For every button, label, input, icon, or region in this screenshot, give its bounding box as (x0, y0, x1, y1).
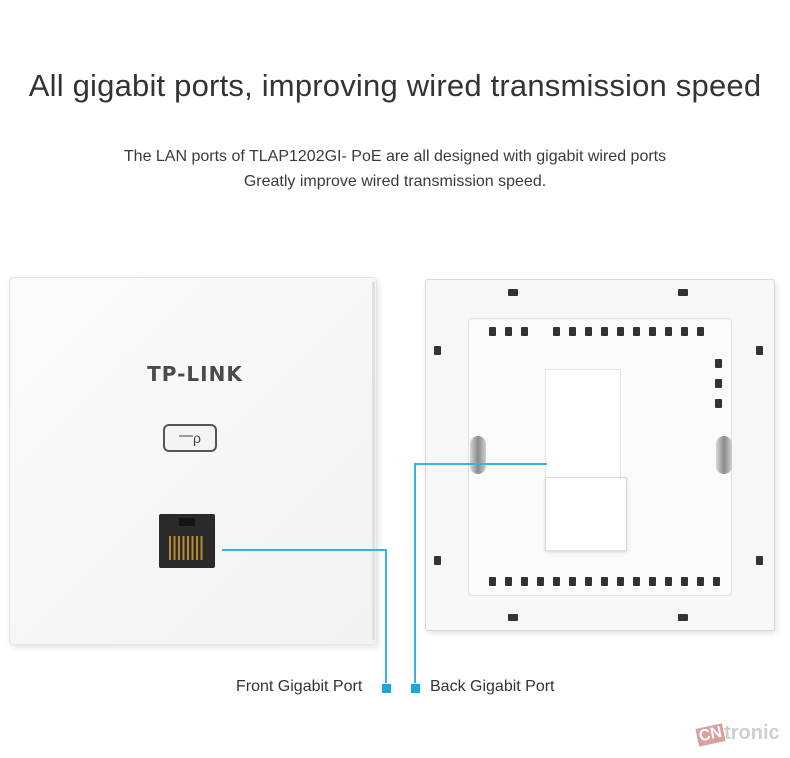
led-indicator: ⎻ρ (163, 424, 217, 452)
screw-hole-left (470, 436, 486, 474)
vent (521, 577, 528, 586)
vent (489, 327, 496, 336)
front-panel-image: TP-LINK ⎻ρ (9, 277, 377, 645)
vent (601, 577, 608, 586)
vent (569, 577, 576, 586)
back-panel-image (425, 279, 775, 631)
back-callout-marker (411, 684, 420, 693)
vent (633, 327, 640, 336)
vent (633, 577, 640, 586)
port-pins (169, 536, 205, 560)
vent (617, 577, 624, 586)
vent (681, 327, 688, 336)
front-callout-marker (382, 684, 391, 693)
port-notch (179, 518, 195, 526)
vent (697, 577, 704, 586)
vent (521, 327, 528, 336)
screw-hole-right (716, 436, 732, 474)
vent (665, 577, 672, 586)
mount-slot (678, 614, 688, 621)
vent (715, 359, 722, 368)
back-ethernet-port (545, 477, 627, 551)
mount-slot (508, 614, 518, 621)
subtitle-line-1: The LAN ports of TLAP1202GI- PoE are all… (123, 148, 667, 165)
vent (505, 327, 512, 336)
vent (553, 327, 560, 336)
back-port-label: Back Gigabit Port (430, 678, 555, 695)
vent (713, 577, 720, 586)
mount-slot (678, 289, 688, 296)
watermark-suffix: tronic (724, 722, 780, 744)
vent (585, 577, 592, 586)
vent (489, 577, 496, 586)
led-symbol: ⎻ρ (179, 429, 201, 446)
front-callout-line (222, 549, 387, 551)
front-port-label: Front Gigabit Port (236, 678, 363, 695)
mount-slot (434, 346, 441, 355)
vent (715, 379, 722, 388)
vent (505, 577, 512, 586)
mount-slot (756, 556, 763, 565)
front-callout-line (385, 549, 387, 683)
mount-slot (434, 556, 441, 565)
mount-slot (508, 289, 518, 296)
vent (553, 577, 560, 586)
vent (697, 327, 704, 336)
vent (617, 327, 624, 336)
back-housing (468, 318, 732, 596)
vent (537, 577, 544, 586)
vent (715, 399, 722, 408)
vent (569, 327, 576, 336)
page-title: All gigabit ports, improving wired trans… (28, 68, 762, 103)
vent (649, 577, 656, 586)
vent (601, 327, 608, 336)
mount-slot (756, 346, 763, 355)
panel-edge (372, 282, 375, 640)
back-callout-line (414, 463, 416, 683)
vent (681, 577, 688, 586)
front-ethernet-port (159, 514, 215, 568)
watermark-prefix: CN (695, 723, 726, 747)
vent (649, 327, 656, 336)
watermark-logo: CNtronic (695, 722, 787, 752)
subtitle-line-2: Greatly improve wired transmission speed… (243, 173, 547, 190)
vent (585, 327, 592, 336)
back-callout-line (414, 463, 547, 465)
brand-logo: TP-LINK (147, 362, 243, 386)
vent (665, 327, 672, 336)
